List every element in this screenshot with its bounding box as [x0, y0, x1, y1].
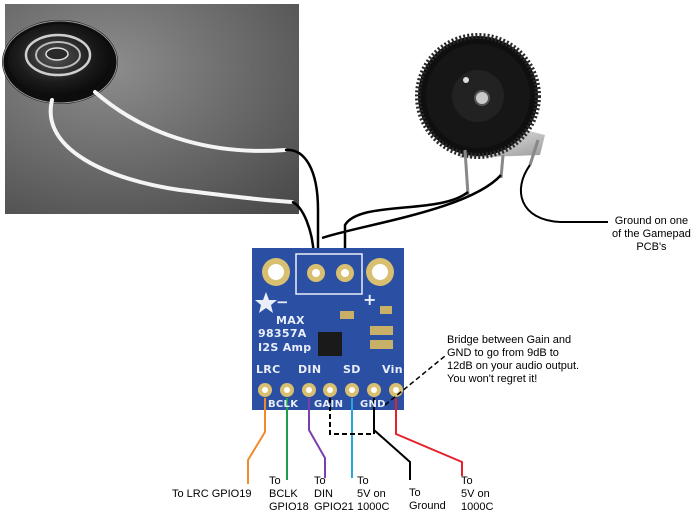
speaker-photo: [2, 4, 299, 214]
ground-annotation-line: of the Gamepad: [612, 228, 691, 240]
pcb-label-line3: I2S Amp: [258, 341, 312, 354]
label-sd-line: 1000C: [357, 501, 390, 513]
bridge-annotation: Bridge between Gain and GND to go from 9…: [447, 334, 579, 386]
label-gnd-line: To: [409, 487, 421, 499]
pcb-minus: −: [276, 293, 289, 311]
label-sd: To 5V on 1000C: [357, 475, 389, 514]
amplifier-board: [252, 248, 404, 410]
label-bclk: To BCLK GPIO18: [269, 475, 309, 514]
pin-label-sd: SD: [343, 363, 361, 376]
label-din-line: GPIO21: [314, 501, 354, 513]
label-bclk-line: BCLK: [269, 488, 298, 500]
label-vin-line: To: [461, 475, 473, 487]
wire-vin: [395, 398, 463, 476]
ground-annotation-line: Ground on one: [614, 215, 689, 227]
wire-gnd: [373, 398, 411, 480]
pin-label-gain: GAIN: [314, 399, 344, 410]
gain-gnd-bridge: [329, 398, 375, 435]
bridge-annotation-line: 12dB on your audio output.: [447, 360, 580, 372]
pot-wire-to-speaker: [321, 174, 502, 240]
label-din: To DIN GPIO21: [314, 475, 354, 514]
ground-annotation: Ground on one of the Gamepad PCB's: [612, 215, 691, 254]
pcb-label-line1: MAX: [276, 314, 305, 327]
pin-label-gnd: GND: [360, 399, 386, 410]
label-vin: To 5V on 1000C: [461, 475, 493, 514]
bridge-pointer: [384, 355, 446, 406]
pot-wire-to-ground: [519, 164, 608, 223]
pcb-plus: +: [363, 290, 377, 309]
speaker-wire-1: [284, 148, 320, 265]
pcb-label-line2: 98357A: [258, 327, 307, 340]
label-bclk-line: GPIO18: [269, 501, 309, 513]
pin-label-vin: Vin: [382, 363, 403, 376]
bridge-annotation-line: Bridge between Gain and: [447, 334, 572, 346]
pin-label-din: DIN: [298, 363, 322, 376]
speaker-lead-2: [48, 98, 294, 204]
label-bclk-line: To: [269, 475, 281, 487]
label-din-line: DIN: [314, 488, 333, 500]
label-din-line: To: [314, 475, 326, 487]
label-sd-line: 5V on: [357, 488, 386, 500]
pin-label-lrc: LRC: [256, 363, 281, 376]
label-gnd-line: Ground: [409, 500, 446, 512]
pin-label-bclk: BCLK: [268, 399, 299, 410]
label-sd-line: To: [357, 475, 369, 487]
header-pins: [258, 383, 403, 397]
label-vin-line: 1000C: [461, 501, 494, 513]
potentiometer: [415, 33, 545, 196]
bridge-annotation-line: You won't regret it!: [447, 373, 538, 385]
wire-lrc: [247, 398, 266, 484]
pot-wire-to-board: [343, 191, 469, 268]
ground-annotation-line: PCB's: [636, 241, 667, 253]
label-gnd: To Ground: [409, 487, 446, 513]
wire-din: [308, 398, 326, 478]
speaker-lead-1: [93, 90, 287, 153]
bridge-annotation-line: GND to go from 9dB to: [447, 347, 559, 359]
label-lrc: To LRC GPIO19: [172, 488, 252, 500]
label-vin-line: 5V on: [461, 488, 490, 500]
